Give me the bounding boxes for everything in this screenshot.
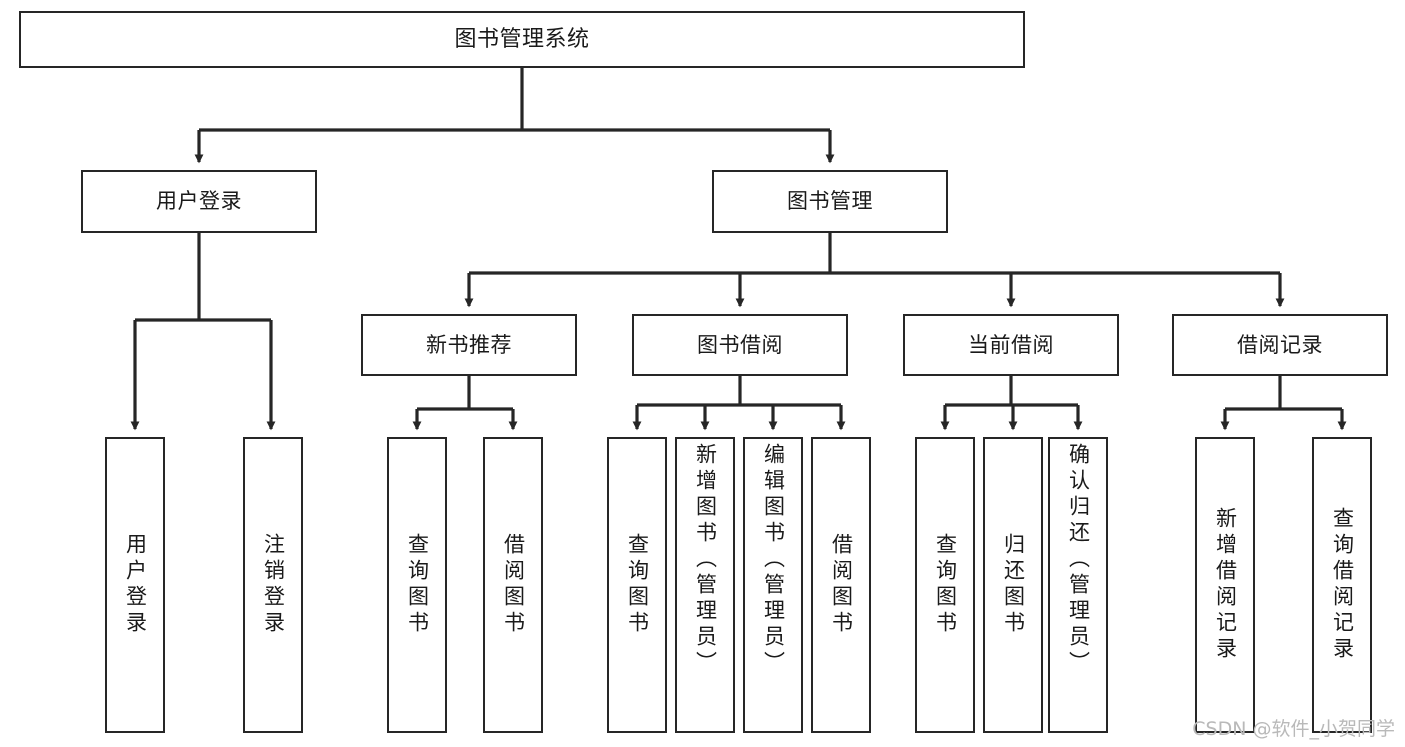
node-leaf-add-book-label: 新增图书（管理员） (693, 443, 718, 677)
node-root-label: 图书管理系统 (454, 26, 590, 52)
node-leaf-query-book-2-label: 查询图书 (625, 533, 650, 637)
node-leaf-add-record-label: 新增借阅记录 (1213, 507, 1238, 663)
node-leaf-query-book-1-label: 查询图书 (405, 533, 430, 637)
node-borrow-record[interactable]: 借阅记录 (1172, 314, 1388, 376)
node-leaf-borrow-book-1-label: 借阅图书 (501, 533, 526, 637)
node-book-borrow[interactable]: 图书借阅 (632, 314, 848, 376)
node-leaf-user-login[interactable]: 用户登录 (105, 437, 165, 733)
node-leaf-query-book-3-label: 查询图书 (933, 533, 958, 637)
node-root[interactable]: 图书管理系统 (19, 11, 1025, 68)
node-leaf-confirm-return-label: 确认归还（管理员） (1066, 443, 1091, 677)
node-leaf-query-record-label: 查询借阅记录 (1330, 507, 1355, 663)
node-leaf-return-book[interactable]: 归还图书 (983, 437, 1043, 733)
node-current-borrow-label: 当前借阅 (968, 332, 1054, 357)
node-leaf-query-book-3[interactable]: 查询图书 (915, 437, 975, 733)
node-leaf-user-logout-label: 注销登录 (261, 533, 286, 637)
node-book-borrow-label: 图书借阅 (697, 332, 783, 357)
node-leaf-borrow-book-2[interactable]: 借阅图书 (811, 437, 871, 733)
node-leaf-confirm-return[interactable]: 确认归还（管理员） (1048, 437, 1108, 733)
node-new-book-recommend[interactable]: 新书推荐 (361, 314, 577, 376)
node-leaf-user-logout[interactable]: 注销登录 (243, 437, 303, 733)
node-leaf-query-book-1[interactable]: 查询图书 (387, 437, 447, 733)
node-leaf-user-login-label: 用户登录 (123, 533, 148, 637)
node-leaf-borrow-book-2-label: 借阅图书 (829, 533, 854, 637)
node-current-borrow[interactable]: 当前借阅 (903, 314, 1119, 376)
node-leaf-borrow-book-1[interactable]: 借阅图书 (483, 437, 543, 733)
node-leaf-return-book-label: 归还图书 (1001, 533, 1026, 637)
node-leaf-edit-book-label: 编辑图书（管理员） (761, 443, 786, 677)
node-borrow-record-label: 借阅记录 (1237, 332, 1323, 357)
node-leaf-query-record[interactable]: 查询借阅记录 (1312, 437, 1372, 733)
node-user-login[interactable]: 用户登录 (81, 170, 317, 233)
node-leaf-edit-book[interactable]: 编辑图书（管理员） (743, 437, 803, 733)
node-leaf-query-book-2[interactable]: 查询图书 (607, 437, 667, 733)
node-new-book-recommend-label: 新书推荐 (426, 332, 512, 357)
node-user-login-label: 用户登录 (156, 189, 242, 214)
node-book-management-label: 图书管理 (787, 189, 873, 214)
node-book-management[interactable]: 图书管理 (712, 170, 948, 233)
node-leaf-add-book[interactable]: 新增图书（管理员） (675, 437, 735, 733)
node-leaf-add-record[interactable]: 新增借阅记录 (1195, 437, 1255, 733)
